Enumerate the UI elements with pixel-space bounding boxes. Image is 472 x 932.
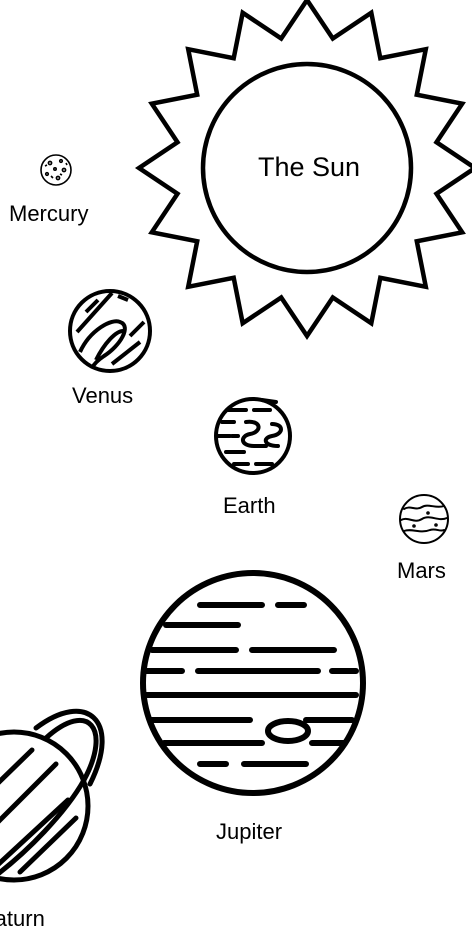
earth-label: Earth	[223, 495, 276, 517]
mars-label: Mars	[397, 560, 446, 582]
venus-icon	[70, 291, 150, 371]
jupiter-label: Jupiter	[216, 821, 282, 843]
mars-icon	[400, 495, 448, 543]
mercury-label: Mercury	[9, 203, 88, 225]
sun-label: The Sun	[258, 154, 360, 181]
saturn-icon	[0, 711, 102, 880]
mercury-icon	[41, 155, 71, 185]
venus-label: Venus	[72, 385, 133, 407]
saturn-label: Saturn	[0, 908, 45, 930]
jupiter-icon	[143, 573, 363, 793]
earth-icon	[216, 399, 290, 473]
